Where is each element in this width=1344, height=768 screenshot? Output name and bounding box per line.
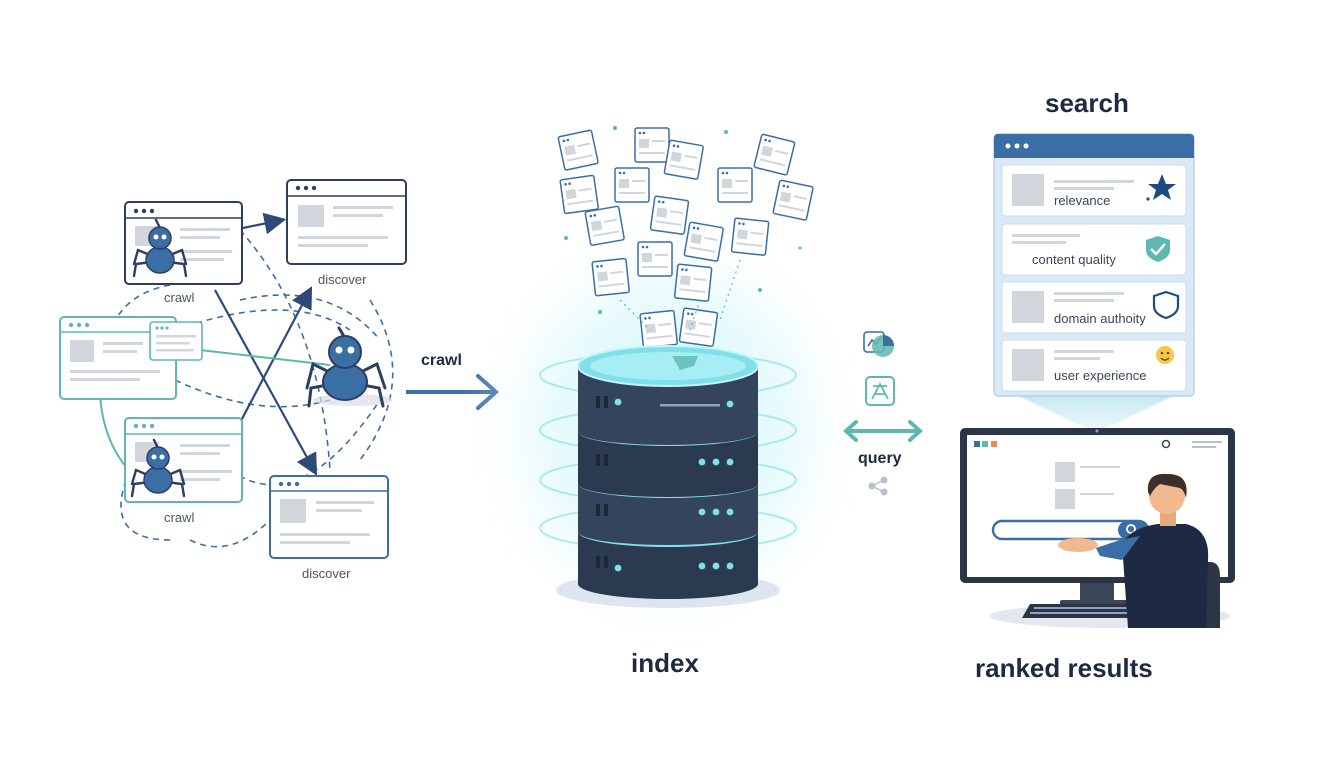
document-icon <box>730 217 770 256</box>
magnifier-icon <box>1126 524 1136 534</box>
index-label: index <box>631 648 699 678</box>
document-icon <box>591 257 630 297</box>
page-card-small <box>149 321 203 361</box>
document-icon <box>753 133 796 176</box>
discover-label-bottom: discover <box>302 566 351 581</box>
document-icon <box>649 195 690 235</box>
document-icon <box>772 179 814 221</box>
document-icon <box>637 241 673 277</box>
document-icon <box>717 167 753 203</box>
shield-icon <box>1152 290 1180 320</box>
page-card-top-left <box>124 201 243 285</box>
star-icon <box>1148 174 1176 200</box>
query-label: query <box>858 450 902 467</box>
document-icon <box>614 167 650 203</box>
discover-label-top: discover <box>318 272 367 287</box>
document-icon <box>557 129 599 171</box>
document-icon <box>663 139 704 180</box>
document-icon <box>584 205 625 246</box>
ranked-results-label: ranked results <box>975 653 1153 683</box>
result-card-label: relevance <box>1054 193 1110 208</box>
query-section: query <box>843 331 923 496</box>
crawler-bot-icon <box>130 438 186 498</box>
smiley-icon <box>1156 346 1174 364</box>
projection-beam <box>1014 394 1178 430</box>
crawler-bot-large-icon <box>305 326 393 408</box>
query-double-arrow <box>843 420 923 442</box>
page-card-bottom-right <box>269 475 389 559</box>
crawl-label-bottom: crawl <box>164 510 194 525</box>
crawl-network: crawl crawl discover discover <box>59 179 407 581</box>
chart-pie-icon <box>863 331 894 357</box>
share-icon <box>868 476 888 496</box>
shield-check-icon <box>1146 236 1170 262</box>
analyze-icon <box>865 376 895 406</box>
document-icon <box>634 127 670 163</box>
document-icon <box>673 263 713 302</box>
search-section: search relevance <box>960 88 1235 683</box>
keyboard <box>1022 604 1150 618</box>
document-icon <box>683 221 724 262</box>
search-icon <box>1161 439 1171 449</box>
result-card-label: user experience <box>1054 368 1147 383</box>
screen-search-bar[interactable] <box>991 519 1150 541</box>
crawler-bot-icon <box>132 218 188 278</box>
page-card-top-right <box>286 179 407 265</box>
result-card-label: content quality <box>1032 252 1116 267</box>
crawl-arrow-label: crawl <box>421 352 462 369</box>
result-card-content-quality[interactable]: content quality <box>1001 223 1187 276</box>
results-window: relevance content quality <box>993 133 1195 397</box>
database-icon <box>556 345 780 608</box>
document-icon <box>678 307 719 347</box>
user-avatar <box>1058 473 1220 628</box>
document-icon <box>559 174 599 215</box>
result-card-label: domain authoity <box>1054 311 1146 326</box>
result-card-domain-authority[interactable]: domain authoity <box>1001 281 1187 334</box>
page-card-left-middle <box>59 316 177 400</box>
result-card-user-experience[interactable]: user experience <box>1001 339 1187 392</box>
search-title: search <box>1045 88 1129 118</box>
crawl-label-top: crawl <box>164 290 194 305</box>
document-icon <box>639 309 678 349</box>
index-section: index <box>458 126 878 678</box>
result-card-relevance[interactable]: relevance <box>1001 164 1187 217</box>
floating-documents <box>557 126 814 349</box>
